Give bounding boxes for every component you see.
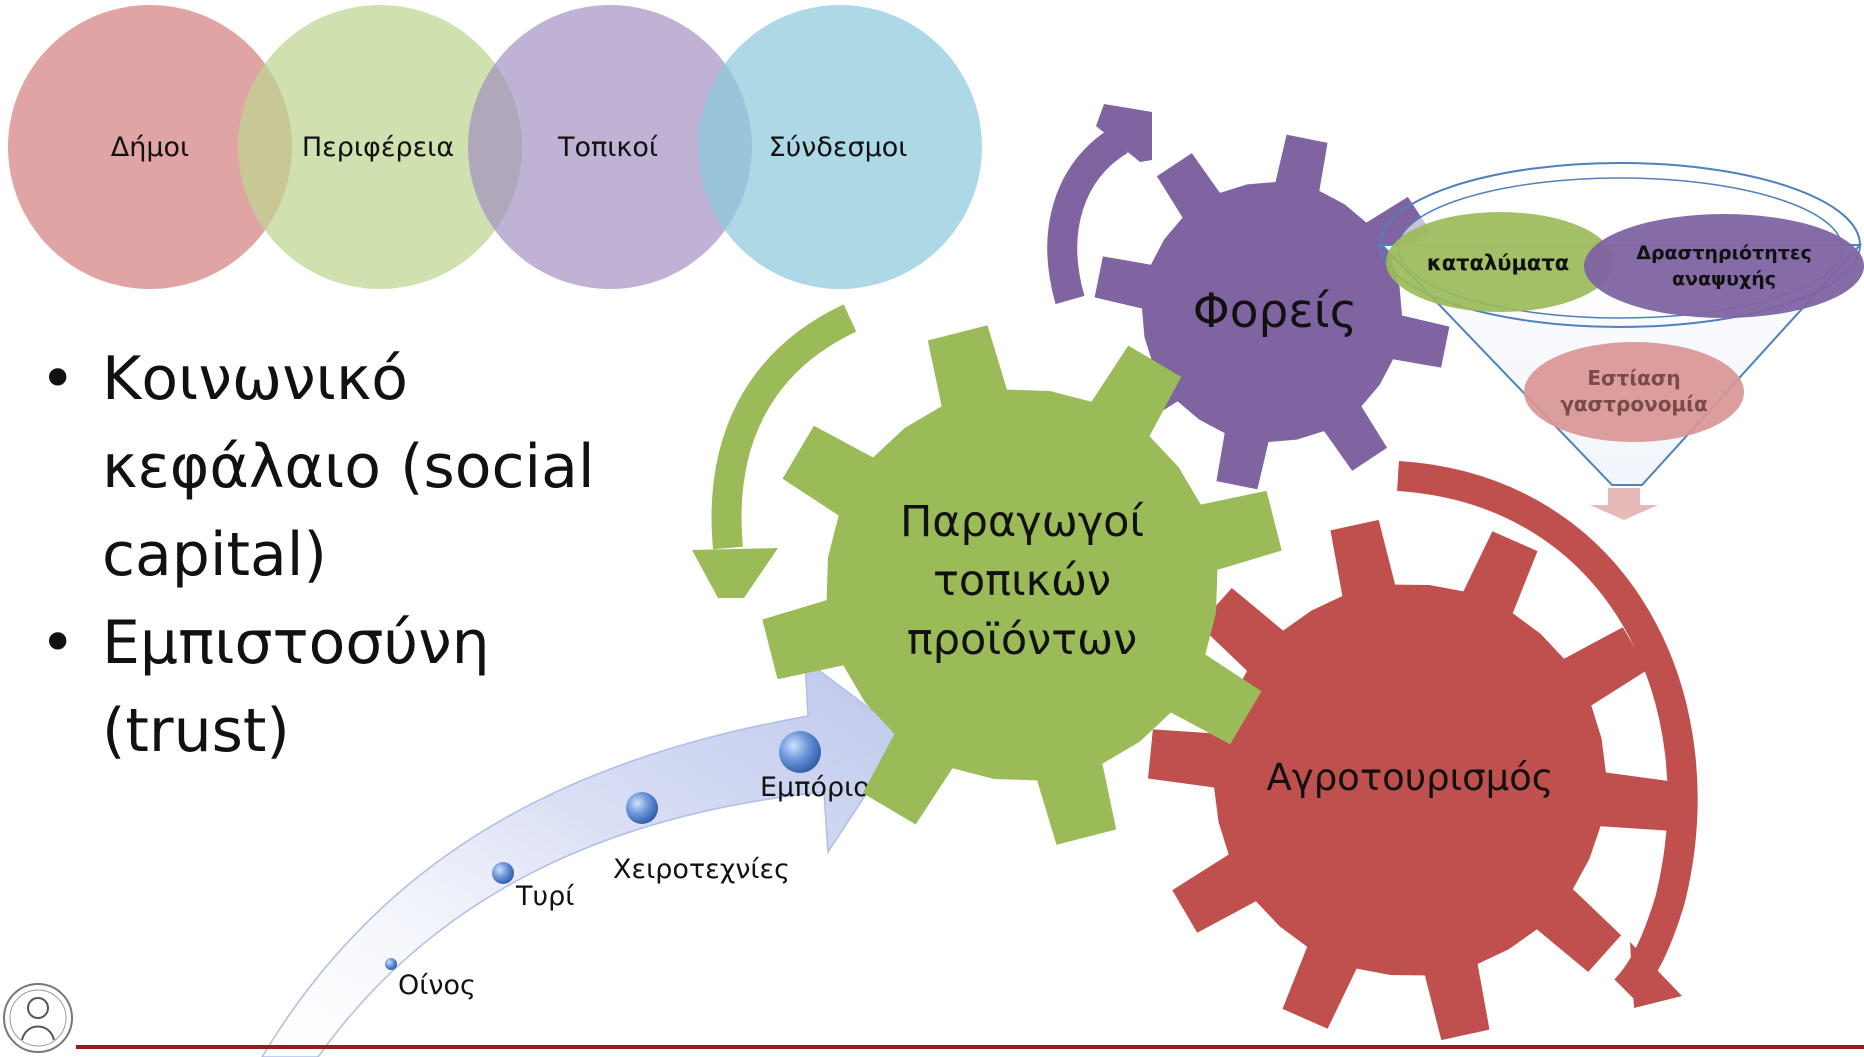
venn-label-perifereia: Περιφέρεια [302, 132, 454, 163]
growth-arrow-shape [261, 658, 907, 1057]
funnel-group: καταλύματα Δραστηριότητες αναψυχής Εστία… [1379, 162, 1864, 520]
growth-dot-tyri [492, 862, 514, 884]
gear-top [1094, 134, 1450, 490]
gear-center [762, 325, 1282, 845]
gear-right-label: Αγροτουρισμός [1266, 756, 1553, 799]
bullet-marker: • [40, 608, 76, 678]
funnel-item-drastiriotites [1584, 214, 1864, 318]
venn-label-syndesmoi: Σύνδεσμοι [769, 132, 908, 163]
funnel-label-drastiriotites-1: Δραστηριότητες [1636, 242, 1811, 264]
bullet-text: Κοινωνικό κεφάλαιο (social capital) [102, 344, 595, 590]
venn-circle-syndesmoi [698, 5, 982, 289]
funnel-label-drastiriotites-2: αναψυχής [1672, 268, 1776, 290]
red-cycle-arrow [1397, 461, 1698, 1008]
gear-center-label-line3: προϊόντων [907, 615, 1137, 665]
growth-label-tyri: Τυρί [515, 881, 574, 912]
venn-circle-perifereia [238, 5, 522, 289]
growth-dot-xeirotexnies [626, 792, 658, 824]
funnel-label-katalymata: καταλύματα [1427, 251, 1569, 275]
funnel-rim-outer [1379, 162, 1861, 328]
bullet-marker: • [40, 344, 76, 414]
gear-top-label: Φορείς [1193, 284, 1357, 339]
funnel-item-katalymata [1386, 212, 1614, 312]
university-logo [3, 983, 73, 1053]
growth-dot-oinos [385, 958, 397, 970]
funnel-output-arrow [1590, 488, 1658, 520]
gear-center-label-line2: τοπικών [933, 556, 1111, 606]
growth-label-oinos: Οίνος [398, 970, 476, 1001]
venn-circle-topikoi [468, 5, 752, 289]
gears-layer [762, 134, 1672, 1041]
venn-label-topikoi: Τοπικοί [557, 132, 658, 163]
growth-arrow-group: Οίνος Τυρί Χειροτεχνίες Εμπόριο [261, 658, 907, 1057]
gear-right [1148, 519, 1672, 1041]
venn-group: Δήμοι Περιφέρεια Τοπικοί Σύνδεσμοι [8, 5, 982, 289]
growth-label-xeirotexnies: Χειροτεχνίες [613, 854, 790, 885]
growth-dot-emporio [779, 731, 821, 773]
gear-center-label-line1: Παραγωγοί [900, 497, 1144, 547]
bullet-text: Εμπιστοσύνη (trust) [102, 608, 490, 766]
bullet-item-trust: • Εμπιστοσύνη (trust) [36, 599, 676, 775]
green-cycle-arrow [692, 304, 857, 598]
growth-label-emporio: Εμπόριο [760, 772, 870, 803]
bullet-list: • Κοινωνικό κεφάλαιο (social capital) • … [36, 335, 676, 775]
venn-label-dimoi: Δήμοι [111, 132, 189, 163]
bullet-item-social-capital: • Κοινωνικό κεφάλαιο (social capital) [36, 335, 676, 599]
venn-circle-dimoi [8, 5, 292, 289]
funnel-label-estiasi-1: Εστίαση [1587, 366, 1680, 390]
funnel-label-estiasi-2: γαστρονομία [1560, 392, 1707, 416]
funnel-item-estiasi [1524, 342, 1744, 442]
purple-cycle-arrow [1047, 104, 1152, 305]
